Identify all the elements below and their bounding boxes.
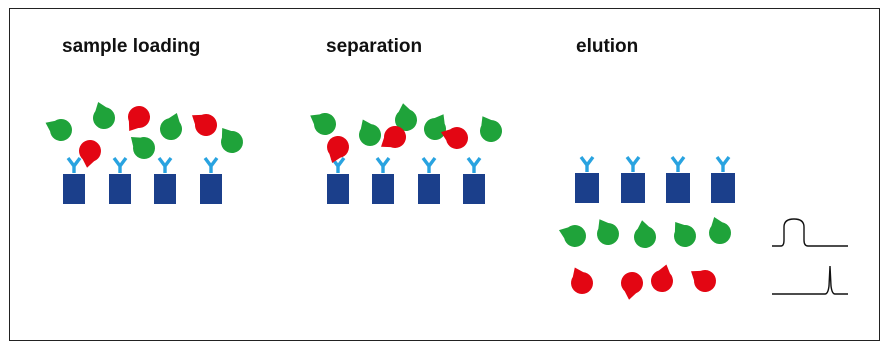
red-protein (192, 114, 217, 137)
green-protein (424, 114, 447, 140)
column-bead (200, 174, 222, 204)
stage-title-elution: elution (576, 36, 639, 57)
red-protein (571, 267, 594, 294)
green-protein (221, 128, 244, 153)
column-bead (711, 173, 735, 203)
column-bead (372, 174, 394, 204)
ligand-icon (579, 155, 595, 172)
red-protein (128, 106, 151, 131)
red-protein (440, 126, 468, 149)
red-protein (620, 271, 643, 300)
green-protein (92, 101, 115, 129)
green-protein (310, 112, 336, 135)
column-bead (63, 174, 85, 204)
ligand-icon (157, 156, 173, 173)
column-bead (621, 173, 645, 203)
column-bead (463, 174, 485, 204)
ligand-icon (421, 156, 437, 173)
green-protein (633, 220, 656, 249)
green-protein (674, 222, 697, 247)
green-protein (359, 119, 382, 146)
red-protein (381, 125, 406, 148)
column-bead (666, 173, 690, 203)
ligand-icon (375, 156, 391, 173)
ligand-icon (715, 155, 731, 172)
broad-peak-trace (772, 218, 848, 247)
green-protein (479, 116, 502, 142)
green-protein (130, 137, 155, 160)
column-bead (327, 174, 349, 204)
ligand-icon (203, 156, 219, 173)
green-protein (708, 216, 731, 244)
column-bead (109, 174, 131, 204)
red-protein (326, 136, 349, 164)
column-bead (575, 173, 599, 203)
green-protein (45, 119, 72, 142)
column-bead (154, 174, 176, 204)
red-protein (78, 139, 101, 168)
ligand-icon (66, 156, 82, 173)
stage-title-sample-loading: sample loading (62, 36, 201, 57)
ligand-icon (466, 156, 482, 173)
sharp-peak-trace (772, 265, 848, 295)
green-protein (558, 224, 586, 247)
green-protein (160, 112, 183, 140)
red-protein (691, 270, 716, 293)
ligand-icon (670, 155, 686, 172)
green-protein (596, 219, 619, 245)
red-protein (650, 264, 673, 292)
column-bead (418, 174, 440, 204)
ligand-icon (625, 155, 641, 172)
ligand-icon (112, 156, 128, 173)
green-protein (394, 103, 417, 132)
stage-title-separation: separation (326, 36, 423, 57)
